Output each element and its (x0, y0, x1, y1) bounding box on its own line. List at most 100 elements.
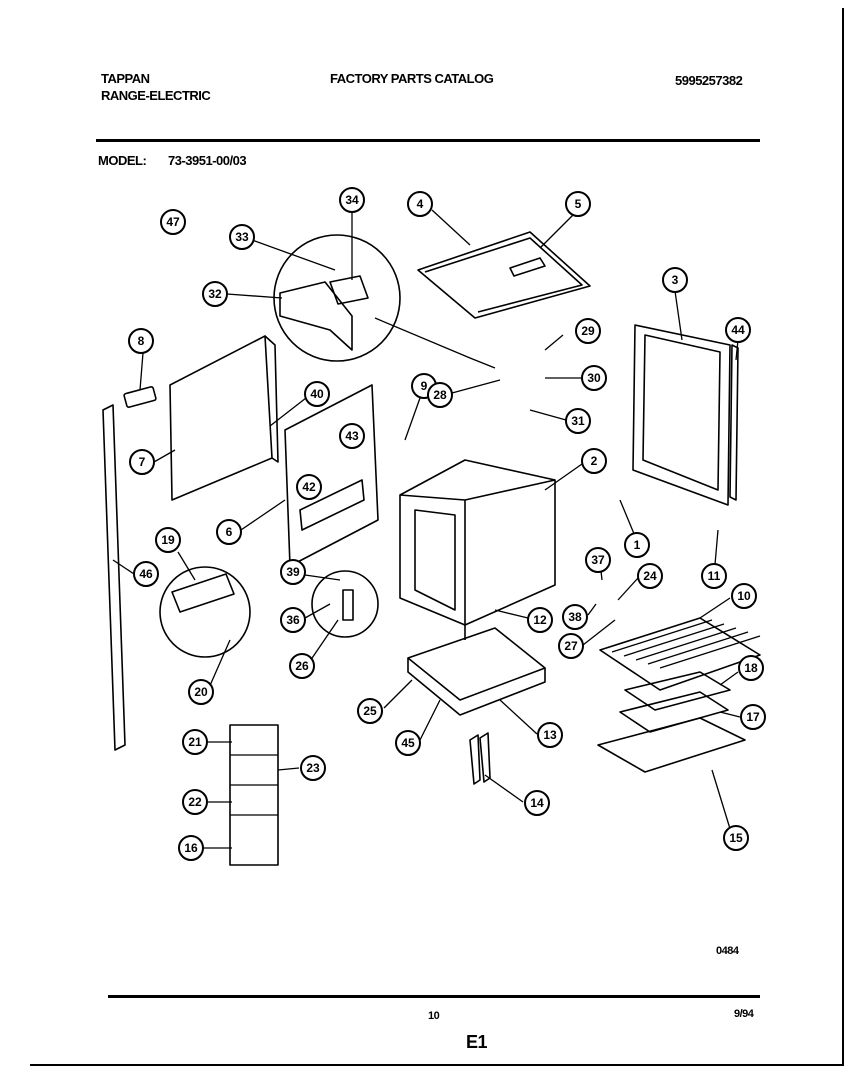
callout-6: 6 (216, 519, 242, 545)
svg-text:16: 16 (184, 841, 198, 855)
cooktop-panel (417, 231, 591, 319)
svg-text:40: 40 (310, 387, 324, 401)
callout-36-right: 38 (562, 604, 588, 630)
hardware-box (229, 724, 279, 866)
cooktop-slot (509, 257, 546, 277)
svg-text:13: 13 (543, 728, 557, 742)
svg-text:37: 37 (591, 553, 605, 567)
callout-11: 11 (701, 563, 727, 589)
svg-text:34: 34 (345, 193, 359, 207)
svg-text:7: 7 (139, 455, 146, 469)
svg-text:15: 15 (729, 831, 743, 845)
callout-24: 24 (637, 563, 663, 589)
oven-door-window (642, 334, 721, 491)
detail-leader-top (374, 317, 496, 369)
catalog-title: FACTORY PARTS CATALOG (330, 71, 494, 86)
callout-40: 40 (304, 381, 330, 407)
oven-frame-edges (399, 479, 556, 640)
svg-text:47: 47 (166, 215, 180, 229)
callout-44: 44 (725, 317, 751, 343)
callout-20: 20 (188, 679, 214, 705)
svg-text:14: 14 (530, 796, 544, 810)
trim-strip (102, 404, 126, 751)
brand: TAPPAN (101, 71, 150, 86)
svg-text:39: 39 (286, 565, 300, 579)
svg-text:42: 42 (302, 480, 316, 494)
svg-text:6: 6 (226, 525, 233, 539)
callout-36-left: 36 (280, 607, 306, 633)
svg-text:46: 46 (139, 567, 153, 581)
callout-26: 26 (289, 653, 315, 679)
callout-33: 33 (229, 224, 255, 250)
callout-39: 39 (280, 559, 306, 585)
callout-15: 15 (723, 825, 749, 851)
callout-18: 18 (738, 655, 764, 681)
leader-lines (112, 209, 741, 849)
svg-text:4: 4 (417, 197, 424, 211)
callout-5: 5 (565, 191, 591, 217)
figure-code: 0484 (716, 945, 739, 957)
svg-text:2: 2 (591, 454, 598, 468)
page-border (30, 8, 844, 1066)
page-number: 10 (428, 1010, 440, 1022)
callout-17: 17 (740, 704, 766, 730)
door-liner (597, 717, 746, 773)
section-code: E1 (466, 1032, 488, 1052)
drawer-front (407, 658, 546, 716)
svg-text:27: 27 (564, 639, 578, 653)
callout-1: 1 (624, 532, 650, 558)
svg-text:43: 43 (345, 429, 359, 443)
oven-rack (599, 617, 761, 691)
svg-text:32: 32 (208, 287, 222, 301)
cooktop-panel-lip (424, 237, 583, 313)
callout-43: 43 (339, 423, 365, 449)
svg-text:18: 18 (744, 661, 758, 675)
svg-text:12: 12 (533, 613, 547, 627)
svg-text:24: 24 (643, 569, 657, 583)
svg-text:10: 10 (737, 589, 751, 603)
svg-text:17: 17 (746, 710, 760, 724)
callout-10: 10 (731, 583, 757, 609)
svg-text:38: 38 (568, 610, 582, 624)
product-line: RANGE-ELECTRIC (101, 88, 211, 103)
svg-text:3: 3 (672, 273, 679, 287)
broiler-pan (619, 691, 729, 733)
svg-text:30: 30 (587, 371, 601, 385)
callout-34: 34 (339, 187, 365, 213)
callout-45: 45 (395, 730, 421, 756)
svg-text:21: 21 (188, 735, 202, 749)
detail-circle-left (159, 566, 251, 658)
svg-text:31: 31 (571, 414, 585, 428)
terminal-block (171, 573, 235, 613)
svg-text:26: 26 (295, 659, 309, 673)
svg-text:28: 28 (433, 388, 447, 402)
svg-text:20: 20 (194, 685, 208, 699)
svg-text:33: 33 (235, 230, 249, 244)
callout-23: 23 (300, 755, 326, 781)
svg-text:44: 44 (731, 323, 745, 337)
callout-22: 22 (182, 789, 208, 815)
svg-text:8: 8 (138, 334, 145, 348)
callout-group: 47 34 33 32 4 5 3 44 8 7 40 43 42 6 9 29… (128, 187, 766, 861)
callout-31: 31 (565, 408, 591, 434)
svg-text:22: 22 (188, 795, 202, 809)
callout-32: 32 (202, 281, 228, 307)
oven-frame (399, 459, 556, 626)
fastener-part (342, 589, 354, 621)
svg-text:5: 5 (575, 197, 582, 211)
callout-27: 27 (558, 633, 584, 659)
rack-wires (611, 619, 761, 669)
callout-29: 29 (575, 318, 601, 344)
footer-rule (108, 995, 760, 998)
header-rule (96, 139, 760, 142)
oven-door (632, 324, 731, 506)
callout-7: 7 (129, 449, 155, 475)
callout-47: 47 (160, 209, 186, 235)
switch-part (329, 275, 369, 305)
side-panel-left-edge (264, 335, 279, 463)
svg-text:1: 1 (634, 538, 641, 552)
bracket-part (279, 281, 353, 351)
label-part (123, 386, 157, 408)
footer-date: 9/94 (734, 1008, 754, 1020)
